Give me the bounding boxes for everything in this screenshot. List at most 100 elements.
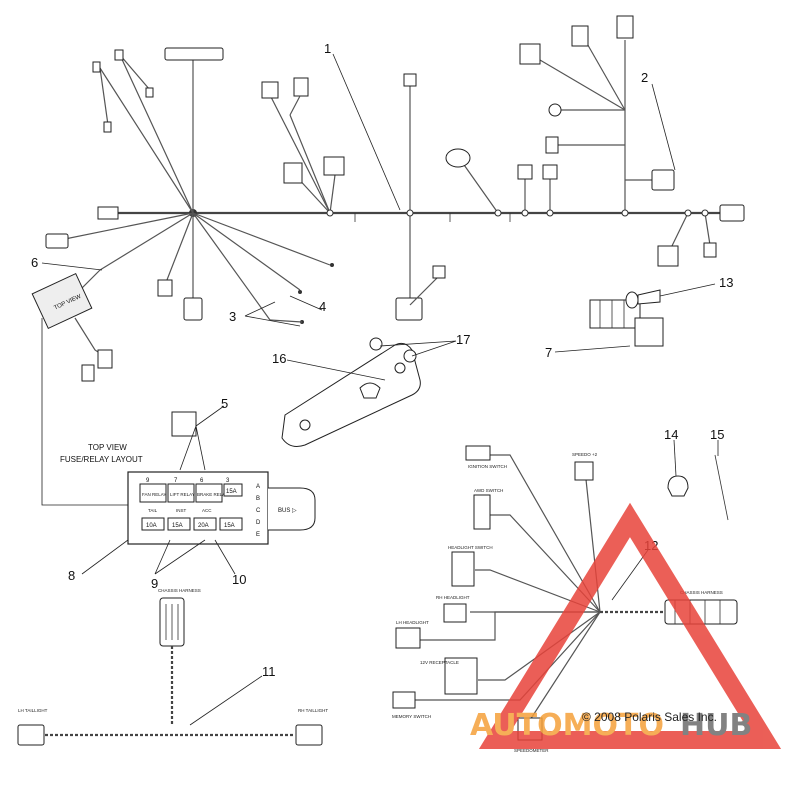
fuse-box-outline xyxy=(127,471,269,545)
receptacle-connector xyxy=(444,657,478,695)
relay-label-lift: LIFT RELAY xyxy=(170,492,195,497)
terminal-top-b xyxy=(92,61,101,73)
connector-lower-mid xyxy=(395,297,423,321)
watermark-logo: AUTOMOTO HUB xyxy=(470,502,782,749)
relay-slot-fan xyxy=(139,483,167,503)
fuse-module-top-view: TOP VIEW xyxy=(31,269,130,506)
layout-title-line2: FUSE/RELAY LAYOUT xyxy=(60,455,143,464)
connector-lower-right-b xyxy=(703,242,717,258)
label-lh-headlight: LH HEADLIGHT xyxy=(396,620,429,625)
callout-1: 1 xyxy=(324,41,331,56)
callout-2: 2 xyxy=(641,70,648,85)
screw-a xyxy=(369,337,383,351)
branch-node-h xyxy=(701,209,709,217)
branch-node-d xyxy=(521,209,529,217)
branch-node-e xyxy=(546,209,554,217)
fuse-top-label: 15A xyxy=(226,489,237,495)
module-connector-a xyxy=(97,349,113,369)
label-receptacle: 12V RECEPTACLE xyxy=(420,660,459,665)
plate-hole-b xyxy=(394,362,406,374)
connector-upper-right-c xyxy=(548,103,562,117)
branch-node-g xyxy=(684,209,692,217)
connector-lower-right-a xyxy=(657,245,679,267)
leader-lines xyxy=(41,53,719,726)
callout-14: 14 xyxy=(664,427,678,442)
fuse-label-2: 15A xyxy=(172,523,183,529)
ring-terminal-b xyxy=(298,290,302,294)
side-letter: E xyxy=(256,532,260,538)
label-lh-taillight: LH TAILLIGHT xyxy=(18,708,48,713)
layout-title-line1: TOP VIEW xyxy=(88,443,127,452)
fuse-slot-4 xyxy=(219,517,243,531)
ring-terminal-a xyxy=(330,263,334,267)
relay-slot-lift xyxy=(167,483,195,503)
fuse-label-3: 20A xyxy=(198,523,209,529)
relay-slot-brake xyxy=(195,483,223,503)
fuse-small-label: TAIL xyxy=(148,508,158,513)
callout-9: 9 xyxy=(151,576,158,591)
callout-3: 3 xyxy=(229,309,236,324)
label-headlight-switch: HEADLIGHT SWITCH xyxy=(448,545,493,550)
callout-8: 8 xyxy=(68,568,75,583)
connector-bottom-a xyxy=(157,279,173,297)
connector-top-right xyxy=(616,15,634,39)
connector-right-end xyxy=(719,204,745,222)
grommet-item-13 xyxy=(625,289,661,309)
connector-top-small xyxy=(403,73,417,87)
fuse-box-tab-label: BUS ▷ xyxy=(278,508,297,514)
callout-11: 11 xyxy=(262,664,276,679)
memory-switch-connector xyxy=(392,691,416,709)
fuse-slot-1 xyxy=(141,517,165,531)
label-chassis-harness-right: CHASSIS HARNESS xyxy=(680,590,723,595)
relay-bracket-item-7 xyxy=(589,299,664,347)
callout-16: 16 xyxy=(272,351,286,366)
terminal-top-a xyxy=(114,49,124,61)
branch-node-b xyxy=(406,209,414,217)
fuse-box-side-tab xyxy=(268,487,316,531)
connector-left-end xyxy=(97,206,119,220)
grommet-head xyxy=(625,291,639,309)
relay-label-brake: BRAKE RELAY xyxy=(197,492,228,497)
main-harness xyxy=(45,15,745,324)
connector-mid-b xyxy=(293,77,309,97)
screw-b xyxy=(403,349,417,363)
callout-5: 5 xyxy=(221,396,228,411)
sensor-connector xyxy=(445,148,471,168)
connector-right-a xyxy=(517,164,533,180)
plate-hole-a xyxy=(299,419,311,431)
label-chassis-harness-left: CHASSIS HARNESS xyxy=(158,588,201,593)
terminal-top-d xyxy=(103,121,112,133)
ignition-switch-connector xyxy=(465,445,491,461)
module-body xyxy=(31,272,93,330)
callout-4: 4 xyxy=(319,299,326,314)
plate-slot xyxy=(359,382,381,399)
branch-node-c xyxy=(494,209,502,217)
fuse-label-4: 15A xyxy=(224,523,235,529)
branch-node-a xyxy=(326,209,334,217)
connector-item-2 xyxy=(651,169,675,191)
copyright-text: © 2008 Polaris Sales Inc. xyxy=(582,710,717,724)
callout-10: 10 xyxy=(232,572,246,587)
rh-taillight-connector xyxy=(295,724,323,746)
terminal-top-c xyxy=(145,87,154,98)
label-rh-taillight: RH TAILLIGHT xyxy=(298,708,328,713)
rear-harness-item-11: CHASSIS HARNESS LH TAILLIGHT RH TAILLIGH… xyxy=(17,588,328,746)
label-awd-switch: AWD SWITCH xyxy=(474,488,503,493)
label-rh-headlight: RH HEADLIGHT xyxy=(436,595,470,600)
label-memory-switch: MEMORY SWITCH xyxy=(392,714,431,719)
side-letter: C xyxy=(256,508,261,514)
fuse-slot-3 xyxy=(193,517,217,531)
relay-label-fan: FAN RELAY xyxy=(142,492,166,497)
slot-number: 3 xyxy=(226,478,230,484)
connector-mid-c xyxy=(283,162,303,184)
plate-outline xyxy=(281,342,421,447)
watermark-triangle xyxy=(478,502,782,749)
relay-item-5 xyxy=(171,411,197,437)
callout-13: 13 xyxy=(719,275,733,290)
fuse-label-1: 10A xyxy=(146,523,157,529)
awd-switch-connector xyxy=(473,494,491,530)
fuse-small-label: INST xyxy=(176,508,187,513)
bracket-relay-cube xyxy=(634,317,664,347)
watermark-text-automoto: AUTOMOTO xyxy=(470,708,664,743)
